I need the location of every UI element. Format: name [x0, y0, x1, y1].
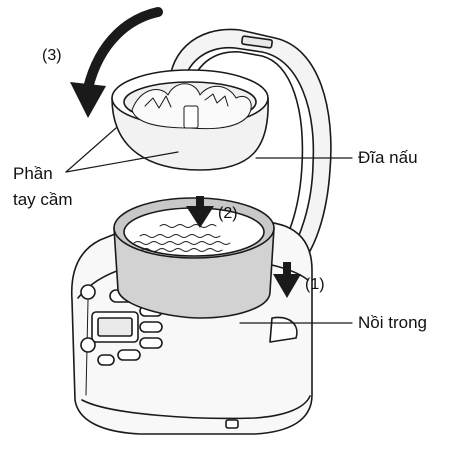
step-3-label: (3) — [42, 46, 62, 66]
steaming-plate — [112, 70, 268, 170]
handle-label-line-2: tay cầm — [13, 190, 73, 210]
steaming-plate-label: Đĩa nấu — [358, 148, 418, 168]
handle-label-line-1: Phần — [13, 164, 53, 184]
step-2-label: (2) — [218, 204, 238, 224]
step-1-label: (1) — [305, 275, 325, 295]
inner-pot-label: Nồi trong — [358, 313, 427, 333]
